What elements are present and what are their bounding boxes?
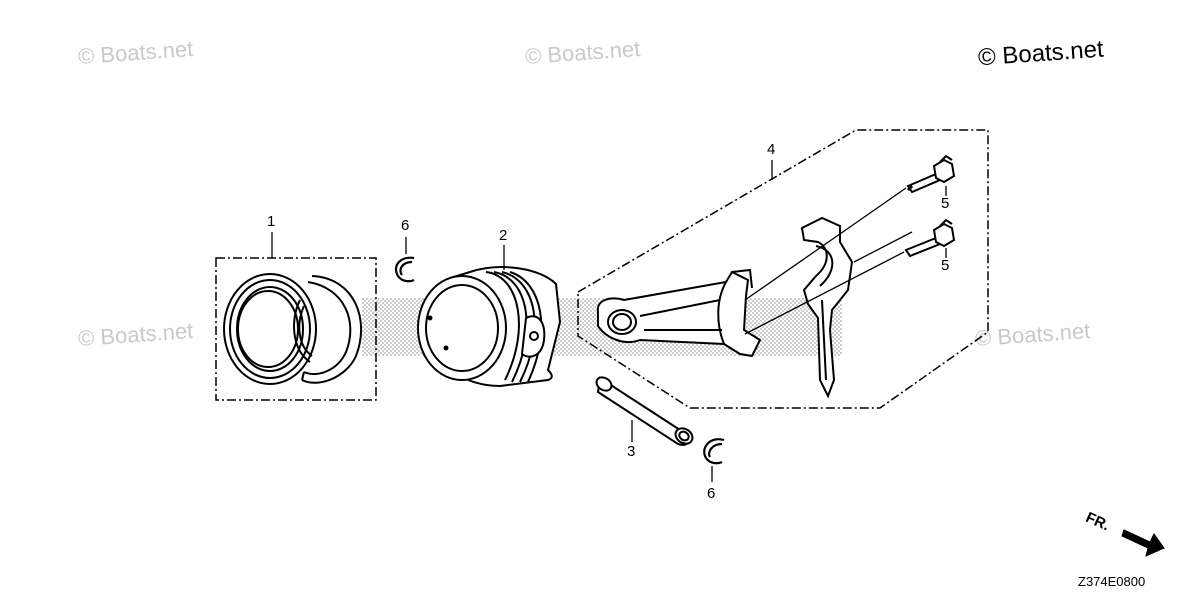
diagram-code: Z374E0800	[1078, 574, 1146, 589]
pin-clip-lower	[703, 438, 725, 465]
rod-bolt-upper	[906, 154, 956, 194]
rod-assy-dashed-box	[577, 129, 989, 409]
callout-rod-bolt-upper: 5	[941, 195, 950, 212]
front-direction-arrow-icon	[1121, 529, 1165, 557]
assembly-lines	[744, 187, 913, 335]
ring-set-dashed-box	[215, 257, 377, 401]
callout-piston: 2	[499, 227, 508, 244]
callout-pin-clip-upper: 6	[401, 217, 410, 234]
piston	[417, 266, 562, 388]
rod-bolt-lower	[904, 218, 956, 258]
connecting-rod	[596, 268, 762, 358]
piston-pin	[595, 376, 694, 446]
piston-ring-set	[215, 257, 377, 401]
leader-lines	[271, 160, 947, 482]
callout-rod-bolt-lower: 5	[941, 257, 950, 274]
callout-pin-clip-lower: 6	[707, 485, 716, 502]
rod-cap	[800, 216, 854, 399]
pin-clip-upper	[394, 256, 415, 283]
callout-connecting-rod-assy: 4	[767, 141, 776, 158]
callout-piston-ring-set: 1	[267, 213, 276, 230]
callout-piston-pin: 3	[627, 443, 636, 460]
